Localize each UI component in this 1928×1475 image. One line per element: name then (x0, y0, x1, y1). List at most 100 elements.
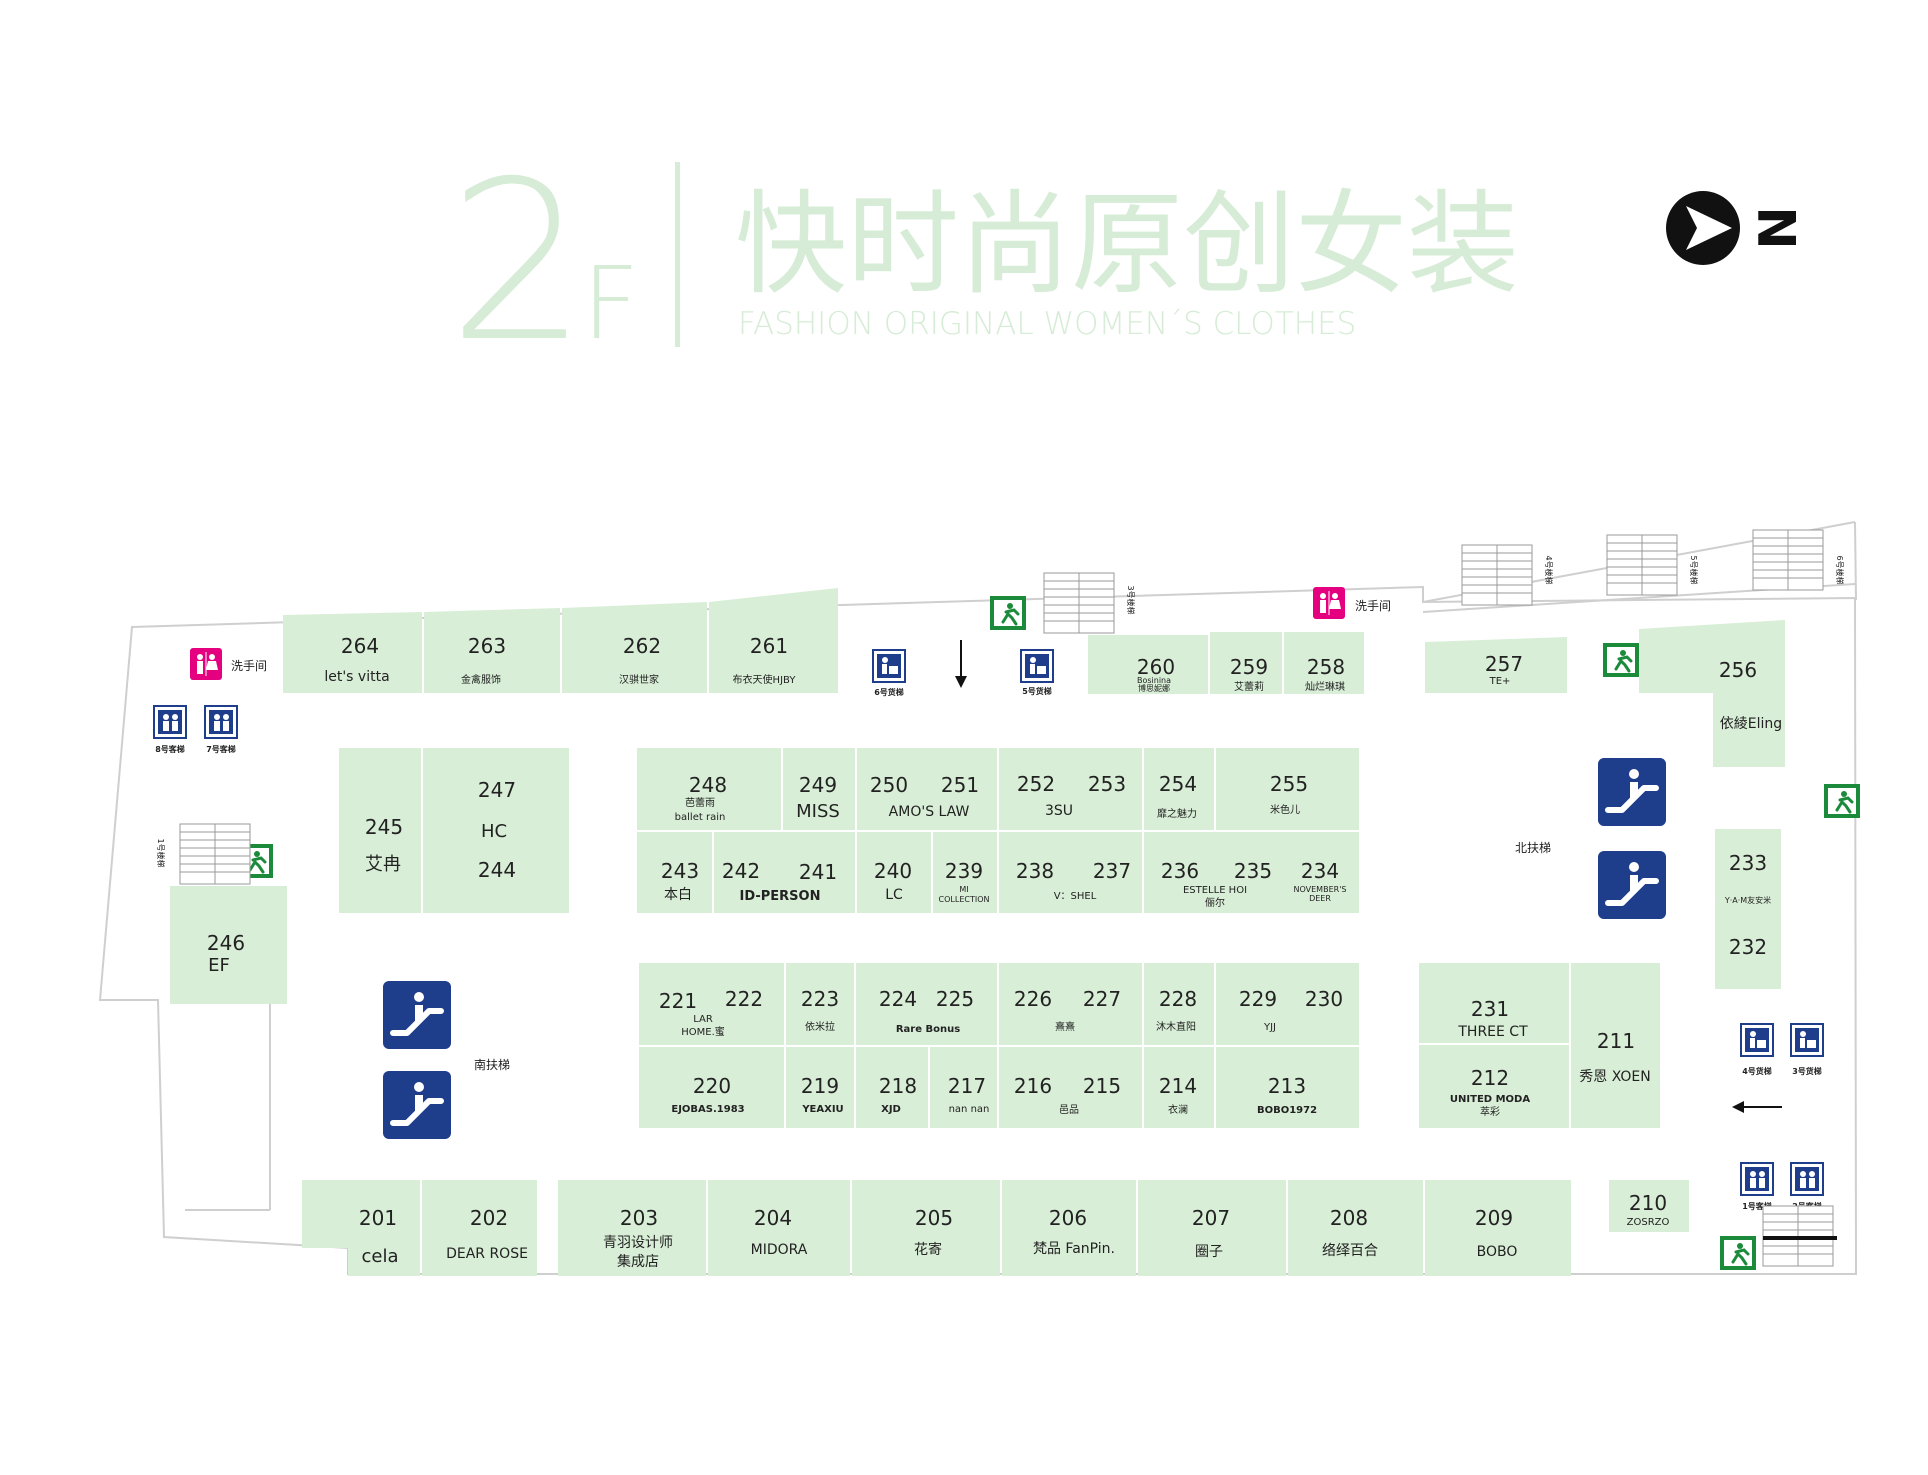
unit-255[interactable]: 255 米色儿 (1270, 772, 1308, 816)
unit-257[interactable]: 257 TE+ (1425, 637, 1567, 693)
south-escalator-up[interactable] (383, 981, 451, 1049)
unit-242[interactable]: 242 (722, 859, 760, 883)
header-divider (675, 162, 680, 347)
unit-208[interactable]: 208 络绎百合 (1288, 1180, 1423, 1276)
floor-title-en: FASHION ORIGINAL WOMEN´S CLOTHES (738, 306, 1356, 342)
compass-letter: N (1749, 206, 1809, 250)
unit-222[interactable]: 222 (725, 987, 763, 1011)
unit-number: 243 (661, 859, 699, 883)
unit-253[interactable]: 253 (1088, 772, 1126, 796)
unit-number: 262 (623, 634, 661, 658)
unit-218[interactable]: 218 XJD (879, 1074, 917, 1115)
freight-elevator-5-icon[interactable] (1020, 649, 1054, 683)
unit-228[interactable]: 228 沐木直阳 (1156, 987, 1197, 1033)
restroom-icon[interactable] (1312, 586, 1346, 620)
unit-226[interactable]: 226 熹熹 (1014, 987, 1075, 1033)
south-escalator-down[interactable] (383, 1071, 451, 1139)
unit-213[interactable]: 213 BOBO1972 (1257, 1074, 1317, 1116)
unit-211[interactable]: 211 秀恩 XOEN (1579, 1029, 1650, 1085)
unit-237[interactable]: 237 V：SHEL (1054, 859, 1131, 902)
unit-249[interactable]: 249 MISS (796, 773, 840, 822)
unit-233[interactable]: 233 Y·A·M友安米 (1715, 829, 1781, 989)
unit-221[interactable]: 221 LAR HOME.蜜 (659, 989, 725, 1038)
unit-205[interactable]: 205 花寄 (852, 1180, 1000, 1276)
unit-name: 沐木直阳 (1156, 1020, 1196, 1033)
unit-number: 216 (1014, 1074, 1052, 1098)
unit-254[interactable]: 254 靡之魅力 (1157, 772, 1197, 820)
unit-number: 249 (799, 773, 837, 797)
unit-258[interactable]: 258 灿烂琳琪 (1284, 632, 1364, 694)
unit-227[interactable]: 227 (1083, 987, 1121, 1011)
unit-name: LC (885, 887, 903, 903)
unit-238[interactable]: 238 (1016, 859, 1054, 883)
unit-260[interactable]: 260 Bosinina 博思妮娜 (1088, 635, 1208, 694)
unit-name: 灿烂琳琪 (1305, 680, 1345, 693)
unit-name: 络绎百合 (1322, 1243, 1378, 1259)
unit-239[interactable]: 239 MI COLLECTION (939, 859, 990, 904)
unit-232[interactable]: 232 (1729, 935, 1767, 959)
freight-elevator-6-icon[interactable] (872, 649, 906, 683)
unit-245[interactable]: 245 艾冉 (339, 748, 421, 913)
unit-263[interactable]: 263 金禽服饰 (424, 608, 560, 693)
unit-261[interactable]: 261 布衣天使HJBY (709, 588, 838, 693)
unit-264[interactable]: 264 let's vitta (283, 612, 422, 693)
elevator-1-icon[interactable] (1740, 1162, 1774, 1196)
unit-201[interactable]: 201 cela (302, 1180, 420, 1276)
floor-number: 2 (448, 134, 588, 390)
restroom-icon[interactable] (189, 647, 223, 681)
unit-207[interactable]: 207 圈子 (1138, 1180, 1286, 1276)
unit-217[interactable]: 217 nan nan (948, 1074, 989, 1115)
unit-247[interactable]: 247 HC (423, 748, 569, 913)
unit-252[interactable]: 252 3SU (1017, 772, 1073, 819)
unit-214[interactable]: 214 衣澜 (1159, 1074, 1197, 1116)
unit-212[interactable]: 212 UNITED MODA 萃彩 (1450, 1066, 1530, 1118)
unit-256[interactable]: 256 依綾Eling (1639, 620, 1785, 767)
unit-241[interactable]: 241 ID-PERSON (740, 860, 838, 904)
unit-220[interactable]: 220 EJOBAS.1983 (671, 1074, 744, 1115)
unit-229[interactable]: 229 YJJ (1239, 987, 1277, 1033)
arrow-left-icon (1732, 1101, 1782, 1113)
unit-name: BOBO (1477, 1244, 1518, 1260)
unit-224[interactable]: 224 (879, 987, 917, 1011)
unit-225[interactable]: 225 Rare Bonus (896, 987, 974, 1035)
unit-name: 邑品 (1059, 1104, 1079, 1116)
unit-243[interactable]: 243 本白 (661, 859, 699, 903)
unit-250[interactable]: 250 AMO'S LAW (870, 773, 970, 820)
unit-216[interactable]: 216 邑品 (1014, 1074, 1079, 1116)
unit-number: 251 (941, 773, 979, 797)
unit-235[interactable]: 235 ESTELLE HOI 俪尔 (1183, 859, 1272, 909)
unit-number: 258 (1307, 655, 1345, 679)
north-escalator-down[interactable] (1598, 851, 1666, 919)
unit-206[interactable]: 206 梵品 FanPin. (1002, 1180, 1136, 1276)
unit-236[interactable]: 236 (1161, 859, 1199, 883)
unit-203[interactable]: 203 青羽设计师 集成店 (558, 1180, 706, 1276)
unit-202[interactable]: 202 DEAR ROSE (422, 1180, 537, 1276)
unit-251[interactable]: 251 (941, 773, 979, 797)
unit-230[interactable]: 230 (1305, 987, 1343, 1011)
unit-259[interactable]: 259 艾蕾莉 (1210, 632, 1282, 694)
elevator-7-icon[interactable] (204, 705, 238, 739)
outline-edge (1854, 521, 1857, 601)
unit-209[interactable]: 209 BOBO (1425, 1180, 1571, 1276)
north-escalator-up[interactable] (1598, 758, 1666, 826)
elevator-2-icon[interactable] (1790, 1162, 1824, 1196)
freight-elevator-3-icon[interactable] (1790, 1023, 1824, 1057)
unit-248[interactable]: 248 芭蕾雨 ballet rain (675, 773, 727, 823)
unit-number: 221 (659, 989, 697, 1013)
elevator-8-icon[interactable] (153, 705, 187, 739)
unit-240[interactable]: 240 LC (874, 859, 912, 903)
unit-234[interactable]: 234 NOVEMBER'S DEER (1294, 859, 1347, 903)
unit-246[interactable]: 246 EF (170, 886, 287, 1004)
floor-letter: F (582, 245, 640, 362)
unit-223[interactable]: 223 依米拉 (801, 987, 839, 1033)
unit-name: NOVEMBER'S (1294, 885, 1347, 894)
unit-262[interactable]: 262 汉骐世家 (562, 602, 707, 693)
unit-204[interactable]: 204 MIDORA (708, 1180, 850, 1276)
unit-number: 217 (948, 1074, 986, 1098)
unit-215[interactable]: 215 (1083, 1074, 1121, 1098)
unit-210[interactable]: 210 ZOSRZO (1609, 1180, 1689, 1232)
freight-elevator-4-icon[interactable] (1740, 1023, 1774, 1057)
unit-231[interactable]: 231 THREE CT (1457, 997, 1528, 1040)
unit-219[interactable]: 219 YEAXIU (801, 1074, 844, 1115)
unit-name: 秀恩 XOEN (1579, 1069, 1650, 1085)
